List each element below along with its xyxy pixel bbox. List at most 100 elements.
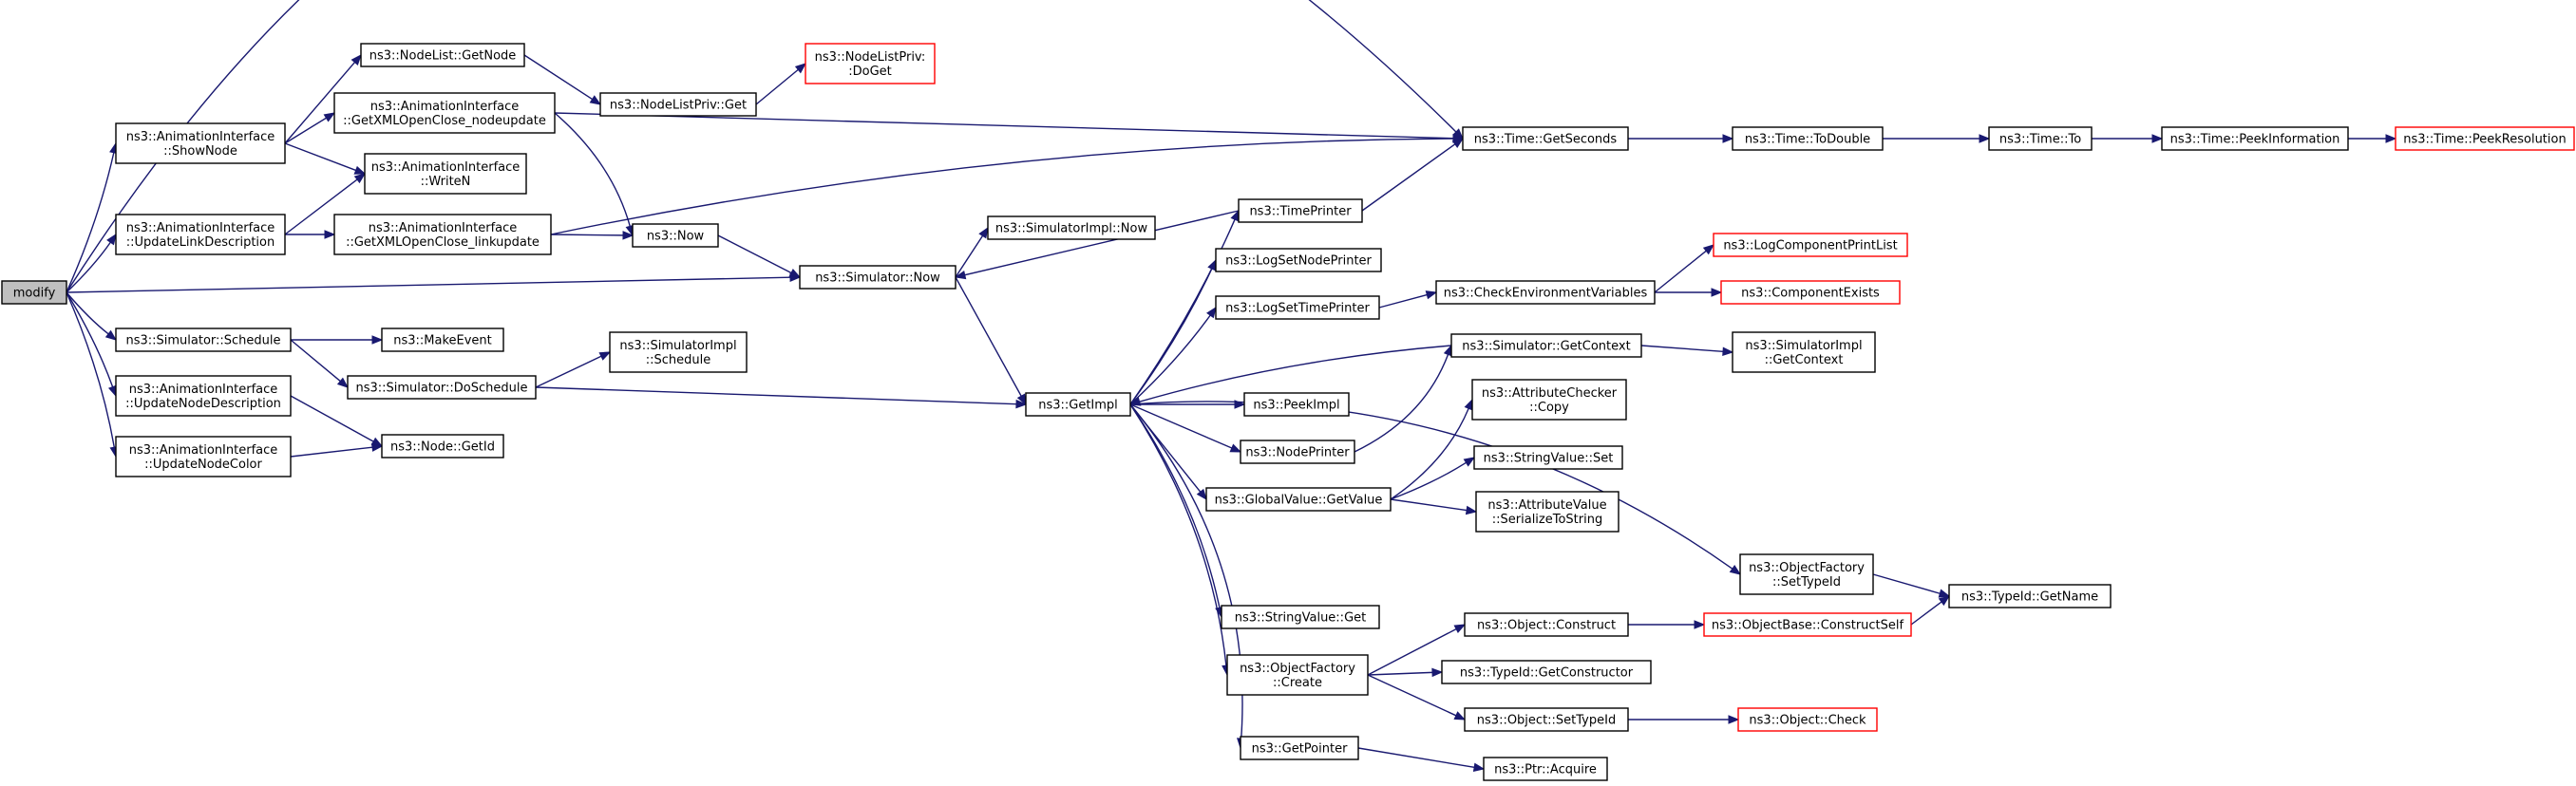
node-node-list-priv-get[interactable]: ns3::NodeListPriv::Get (599, 92, 757, 117)
node-show-node[interactable]: ns3::AnimationInterface::ShowNode (115, 122, 286, 164)
node-sim-impl-get-context[interactable]: ns3::SimulatorImpl::GetContext (1732, 331, 1876, 373)
node-schedule[interactable]: ns3::Simulator::Schedule (115, 328, 292, 352)
edge-object-factory-set-type-id-to-type-id-get-name (1872, 573, 1951, 598)
node-node-list-priv-do-get[interactable]: ns3::NodeListPriv::DoGet (805, 43, 936, 84)
arrowhead (1979, 134, 1991, 143)
edge-show-node-to-write-n (284, 142, 367, 175)
node-get-xml-node[interactable]: ns3::AnimationInterface::GetXMLOpenClose… (333, 92, 556, 134)
arrowhead (1206, 306, 1217, 319)
node-box (360, 43, 525, 67)
edge-modify-to-show-node (66, 141, 119, 293)
node-time-to[interactable]: ns3::Time::To (1988, 126, 2093, 151)
edge-modify-to-update-link (66, 233, 117, 293)
node-modify: modify (1, 280, 67, 305)
node-label: ns3::AnimationInterface (126, 221, 275, 235)
node-label: ns3::NodeList::GetNode (369, 49, 517, 64)
node-object-factory-set-type-id[interactable]: ns3::ObjectFactory::SetTypeId (1739, 553, 1874, 595)
node-update-link[interactable]: ns3::AnimationInterface::UpdateLinkDescr… (115, 214, 286, 255)
edge-object-set-type-id-to-object-check (1627, 715, 1740, 724)
node-type-id-get-constructor[interactable]: ns3::TypeId::GetConstructor (1441, 660, 1652, 684)
node-box (1441, 660, 1652, 684)
node-sim-get-context[interactable]: ns3::Simulator::GetContext (1450, 333, 1642, 358)
edge-modify-to-update-node-desc (66, 291, 117, 398)
node-type-id-get-name[interactable]: ns3::TypeId::GetName (1948, 584, 2112, 608)
node-node-printer[interactable]: ns3::NodePrinter (1240, 440, 1355, 464)
edge-line (1390, 407, 1469, 500)
node-object-construct[interactable]: ns3::Object::Construct (1464, 612, 1629, 637)
node-string-value-get[interactable]: ns3::StringValue::Get (1221, 605, 1380, 629)
node-log-set-node-printer[interactable]: ns3::LogSetNodePrinter (1215, 248, 1382, 272)
arrowhead (1453, 624, 1467, 634)
node-check-env-vars[interactable]: ns3::CheckEnvironmentVariables (1435, 280, 1656, 305)
node-box (1737, 707, 1878, 732)
arrowhead (1729, 565, 1742, 575)
node-sim-impl-schedule[interactable]: ns3::SimulatorImpl::Schedule (609, 331, 748, 373)
node-update-node-desc[interactable]: ns3::AnimationInterface::UpdateNodeDescr… (115, 375, 292, 417)
edge-time-get-seconds-to-time-to-double (1628, 134, 1734, 143)
node-get-pointer[interactable]: ns3::GetPointer (1240, 736, 1359, 760)
node-write-n[interactable]: ns3::AnimationInterface::WriteN (364, 153, 527, 195)
node-label: ns3::SimulatorImpl (1745, 339, 1862, 353)
node-now[interactable]: ns3::Now (632, 223, 719, 248)
node-label: ::Schedule (646, 353, 711, 367)
node-time-printer[interactable]: ns3::TimePrinter (1238, 198, 1363, 223)
edge-node-printer-to-sim-get-context (1354, 344, 1452, 453)
node-label: ns3::TimePrinter (1249, 205, 1352, 219)
edge-line (1129, 403, 1233, 449)
node-sim-impl-now[interactable]: ns3::SimulatorImpl::Now (987, 215, 1156, 240)
arrowhead (622, 231, 635, 240)
node-time-to-double[interactable]: ns3::Time::ToDouble (1732, 126, 1884, 151)
node-label: ns3::Time::PeekInformation (2170, 133, 2340, 147)
edge-schedule-to-make-event (291, 335, 384, 345)
arrowhead (323, 112, 336, 122)
edge-line (535, 386, 1017, 405)
node-object-set-type-id[interactable]: ns3::Object::SetTypeId (1464, 707, 1629, 732)
node-label: ns3::StringValue::Get (1235, 611, 1366, 626)
node-object-base-construct-self[interactable]: ns3::ObjectBase::ConstructSelf (1703, 612, 1912, 637)
node-time-get-seconds[interactable]: ns3::Time::GetSeconds (1462, 126, 1629, 151)
node-label: ns3::ComponentExists (1741, 287, 1880, 301)
node-peek-impl[interactable]: ns3::PeekImpl (1243, 392, 1350, 417)
node-get-xml-link[interactable]: ns3::AnimationInterface::GetXMLOpenClose… (333, 214, 552, 255)
node-log-component-print-list[interactable]: ns3::LogComponentPrintList (1713, 233, 1908, 257)
node-get-impl[interactable]: ns3::GetImpl (1025, 392, 1131, 417)
edge-global-value-get-value-to-string-value-set (1390, 457, 1476, 500)
node-node-list-get-node[interactable]: ns3::NodeList::GetNode (360, 43, 525, 67)
node-box (609, 331, 748, 373)
node-string-value-set[interactable]: ns3::StringValue::Set (1473, 445, 1623, 470)
node-update-node-color[interactable]: ns3::AnimationInterface::UpdateNodeColor (115, 436, 292, 477)
edge-show-node-to-node-list-get-node (284, 53, 362, 144)
node-attr-value-serialize[interactable]: ns3::AttributeValue::SerializeToString (1475, 491, 1619, 533)
node-box (115, 122, 286, 164)
arrowhead (794, 63, 807, 74)
call-edges (66, 0, 2397, 772)
node-label: ns3::SimulatorImpl (619, 339, 736, 353)
node-global-value-get-value[interactable]: ns3::GlobalValue::GetValue (1205, 487, 1392, 512)
node-label: ns3::Object::SetTypeId (1477, 714, 1616, 728)
node-time-peek-resolution[interactable]: ns3::Time::PeekResolution (2395, 126, 2575, 151)
node-log-set-time-printer[interactable]: ns3::LogSetTimePrinter (1215, 295, 1380, 320)
node-label: ns3::TypeId::GetName (1961, 590, 2098, 605)
edge-update-link-to-write-n (284, 173, 367, 235)
node-label: ns3::AnimationInterface (369, 221, 518, 235)
arrowhead (954, 270, 967, 280)
node-object-factory-create[interactable]: ns3::ObjectFactory::Create (1226, 654, 1369, 696)
node-time-peek-information[interactable]: ns3::Time::PeekInformation (2161, 126, 2349, 151)
node-object-check[interactable]: ns3::Object::Check (1737, 707, 1878, 732)
node-attr-checker-copy[interactable]: ns3::AttributeChecker::Copy (1471, 379, 1627, 421)
arrowhead (1207, 258, 1217, 271)
node-label: ::UpdateLinkDescription (126, 235, 275, 250)
node-ptr-acquire[interactable]: ns3::Ptr::Acquire (1483, 757, 1608, 781)
node-label: ns3::ObjectFactory (1749, 561, 1865, 575)
node-component-exists[interactable]: ns3::ComponentExists (1720, 280, 1901, 305)
arrowhead (1443, 344, 1452, 357)
node-label: ::ShowNode (163, 144, 237, 159)
arrowhead (1451, 138, 1465, 148)
node-box (381, 328, 504, 352)
node-make-event[interactable]: ns3::MakeEvent (381, 328, 504, 352)
edge-line (284, 117, 327, 144)
node-sim-now[interactable]: ns3::Simulator::Now (799, 265, 957, 290)
node-node-get-id[interactable]: ns3::Node::GetId (381, 434, 504, 458)
node-do-schedule[interactable]: ns3::Simulator::DoSchedule (347, 375, 537, 400)
node-label: ::GetXMLOpenClose_nodeupdate (343, 114, 546, 128)
